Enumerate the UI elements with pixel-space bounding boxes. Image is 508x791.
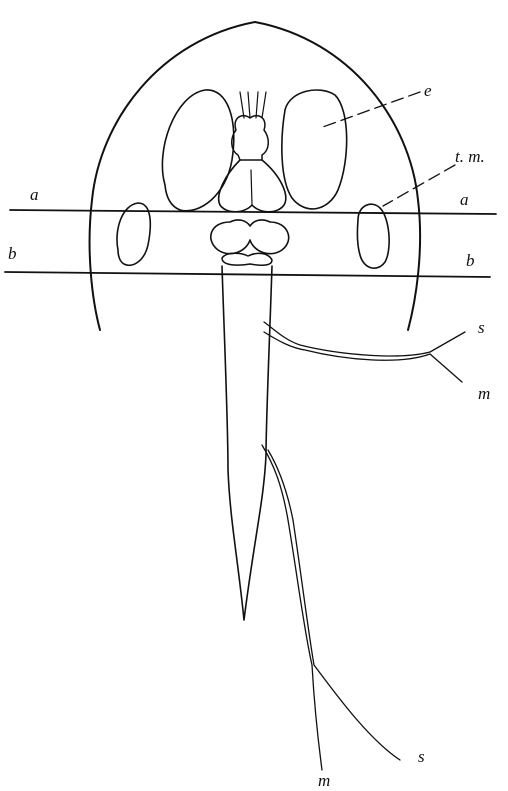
olfactory-stalk: [240, 92, 266, 118]
spinal-cord: [222, 266, 272, 620]
pointer-tm: [383, 165, 455, 206]
label-s-lower: s: [418, 747, 425, 766]
label-a-left: a: [30, 185, 39, 204]
left-eye-outline: [162, 90, 233, 211]
label-tm: t. m.: [455, 147, 485, 166]
label-a-right: a: [460, 190, 469, 209]
left-tympanic-membrane: [117, 203, 150, 265]
head-outline: [90, 22, 421, 330]
label-m-lower: m: [318, 771, 330, 790]
hemisphere-divider: [251, 170, 252, 205]
label-s-upper: s: [478, 318, 485, 337]
label-b-left: b: [8, 244, 17, 263]
lower-nerve: [262, 445, 400, 770]
right-eye-outline: [282, 90, 347, 209]
label-m-upper: m: [478, 384, 490, 403]
pointer-e: [320, 92, 420, 128]
upper-nerve: [264, 322, 465, 382]
label-e: e: [424, 81, 432, 100]
optic-lobes: [211, 220, 289, 254]
medulla-cap: [222, 253, 272, 265]
label-b-right: b: [466, 251, 475, 270]
section-line-a: [10, 210, 496, 214]
forebrain-lobes: [232, 116, 269, 160]
